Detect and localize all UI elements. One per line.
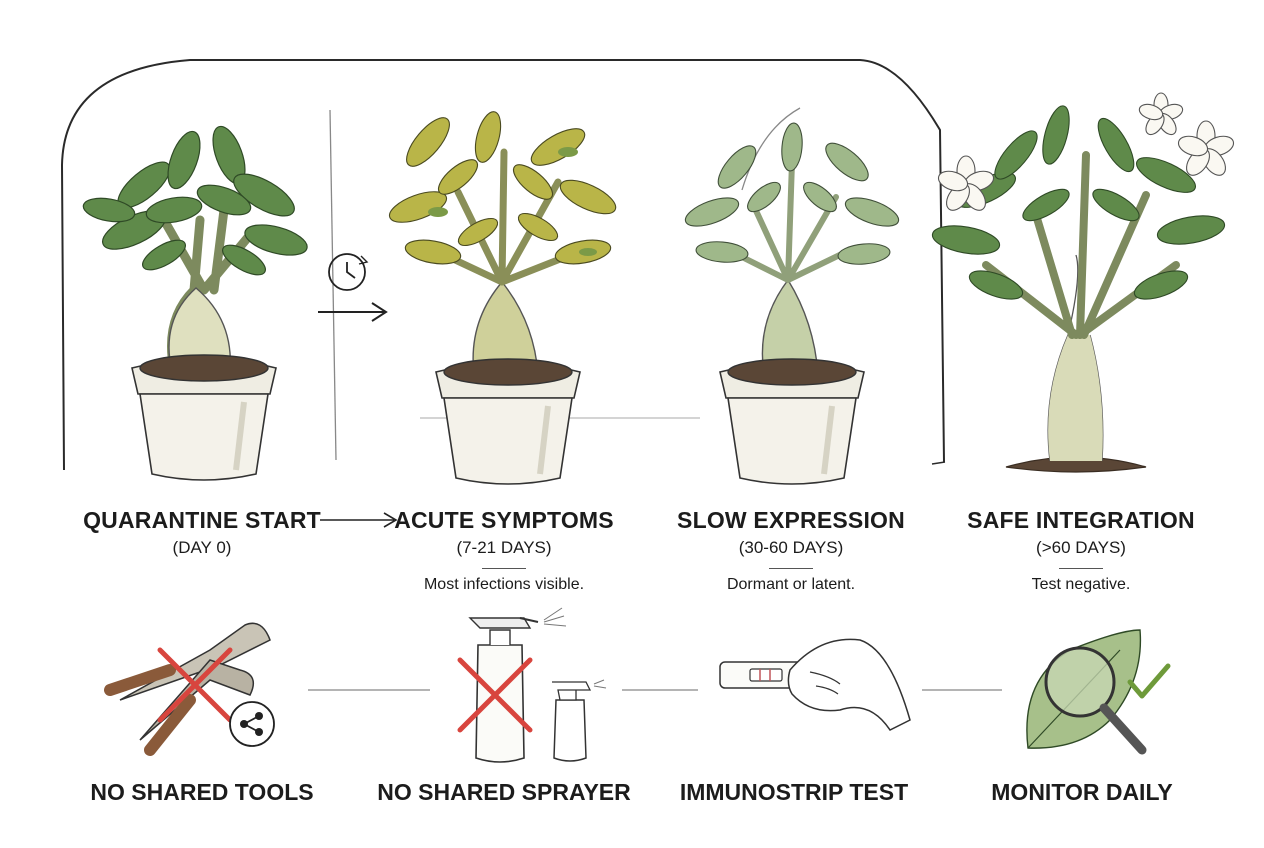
spray-bottle-icon — [457, 607, 607, 763]
pruning-shears-icon — [104, 622, 275, 756]
stage-title: SAFE INTEGRATION — [967, 507, 1195, 533]
divider — [769, 568, 813, 569]
stage-duration: (7-21 DAYS) — [456, 538, 552, 557]
practice-immunostrip-test: IMMUNOSTRIP TEST — [679, 779, 909, 805]
clock-icon — [328, 253, 369, 291]
magnifier-leaf-icon — [1026, 629, 1171, 755]
stage-duration: (30-60 DAYS) — [738, 538, 844, 557]
share-icon — [229, 701, 275, 747]
stage-title: SLOW EXPRESSION — [677, 507, 905, 533]
plant-healthy — [82, 125, 308, 480]
stage-safe-integration: SAFE INTEGRATION (>60 DAYS) Test negativ… — [931, 506, 1231, 596]
stage-duration: (DAY 0) — [172, 538, 232, 557]
quarantine-dome — [60, 59, 945, 471]
practice-monitor-daily: MONITOR DAILY — [991, 779, 1173, 805]
plant-latent — [684, 122, 900, 484]
divider — [482, 568, 526, 569]
flower-icon — [937, 92, 1235, 211]
divider — [1059, 568, 1103, 569]
plant-integrated — [931, 92, 1235, 473]
stage-title: ACUTE SYMPTOMS — [394, 507, 614, 533]
stage-note: Most infections visible. — [423, 576, 585, 593]
stage-slow-expression: SLOW EXPRESSION (30-60 DAYS) Dormant or … — [641, 506, 941, 596]
stage-note: Test negative. — [1031, 576, 1131, 593]
stage-note: Dormant or latent. — [726, 576, 856, 593]
stage-acute-symptoms: ACUTE SYMPTOMS (7-21 DAYS) Most infectio… — [354, 506, 654, 596]
stage-title: QUARANTINE START — [83, 507, 321, 533]
practice-no-shared-tools: NO SHARED TOOLS — [90, 779, 314, 805]
stage-quarantine-start: QUARANTINE START (DAY 0) — [52, 506, 352, 560]
practice-no-shared-sprayer: NO SHARED SPRAYER — [377, 779, 631, 805]
plant-acute — [388, 111, 617, 484]
arrow-right-icon — [318, 302, 388, 322]
arrow-right-icon — [320, 512, 398, 528]
test-strip-icon — [719, 638, 911, 731]
stage-duration: (>60 DAYS) — [1036, 538, 1126, 557]
